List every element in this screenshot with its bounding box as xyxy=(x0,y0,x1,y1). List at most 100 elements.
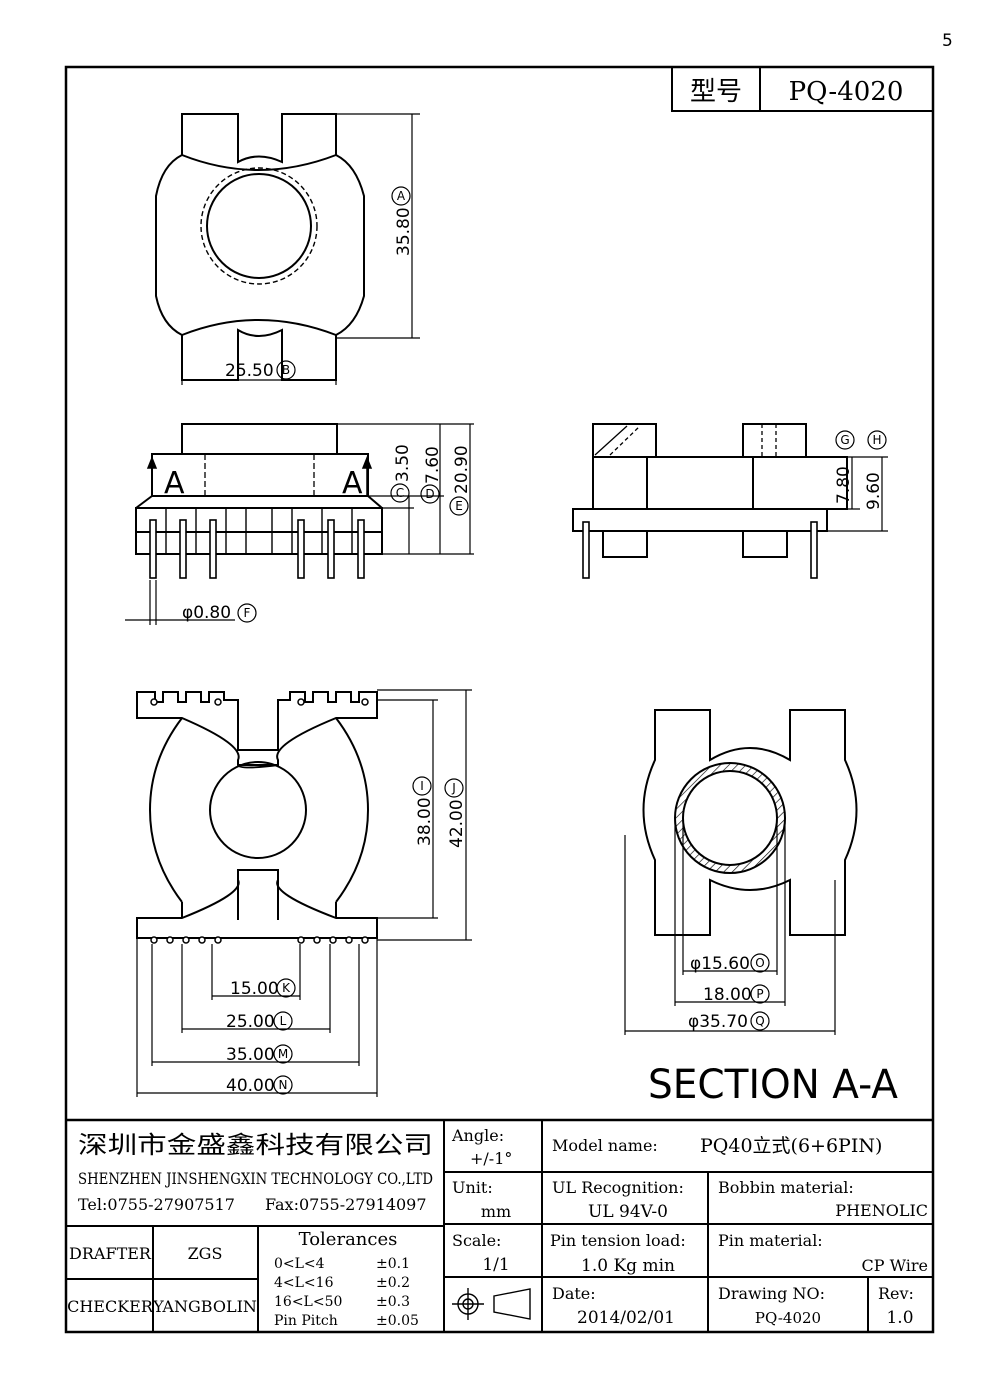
tag-g-circle xyxy=(835,430,855,450)
tag-i-circle xyxy=(412,776,432,796)
section-cut-marks xyxy=(146,455,373,496)
tag-c: C xyxy=(396,486,404,500)
dim-7-60: 7.60 xyxy=(423,446,443,484)
side-pins xyxy=(582,521,818,579)
unit-value: mm xyxy=(481,1202,511,1221)
drafter-value: ZGS xyxy=(188,1244,223,1263)
dim-sec-18-00: 18.00 xyxy=(703,985,752,1005)
corner-mark: 5 xyxy=(942,31,953,51)
tag-j: J xyxy=(451,781,456,795)
section-mark-right: A xyxy=(342,466,363,501)
tol-range-2: 4<L<16 xyxy=(274,1275,334,1291)
tag-j-circle xyxy=(444,778,464,798)
tag-p: P xyxy=(756,987,763,1001)
tag-o-circle xyxy=(750,953,770,973)
dim-sec-15-60: φ15.60 xyxy=(690,954,750,974)
model-name-value: PQ40立式(6+6PIN) xyxy=(700,1135,882,1157)
tag-h-circle xyxy=(867,430,887,450)
dim-35-00: 35.00 xyxy=(226,1045,275,1065)
pin-tension-label: Pin tension load: xyxy=(550,1231,686,1250)
dim-sec-35-70: φ35.70 xyxy=(688,1012,748,1032)
tag-m-circle xyxy=(273,1044,293,1064)
tol-value-1: ±0.1 xyxy=(376,1256,410,1272)
tag-l: L xyxy=(280,1014,287,1028)
scale-label: Scale: xyxy=(452,1231,501,1250)
tag-a: A xyxy=(397,189,406,203)
tag-p-circle xyxy=(750,984,770,1004)
bobbin-label: Bobbin material: xyxy=(718,1178,854,1197)
tag-f: F xyxy=(244,606,251,620)
front-pins xyxy=(149,519,365,579)
dim-25-50: 25.50 xyxy=(225,361,274,381)
drawing-no-label: Drawing NO: xyxy=(718,1284,825,1303)
dim-20-90: 20.90 xyxy=(452,445,472,494)
pin-tension-value: 1.0 Kg min xyxy=(581,1256,675,1276)
company-name-en: SHENZHEN JINSHENGXIN TECHNOLOGY CO.,LTD xyxy=(78,1169,433,1188)
tag-g: G xyxy=(840,433,849,447)
tag-b-circle xyxy=(276,360,296,380)
tag-n-circle xyxy=(273,1075,293,1095)
section-dimensions xyxy=(624,835,836,1035)
projection-symbol-icon xyxy=(452,1288,531,1320)
angle-value: +/-1° xyxy=(470,1149,512,1168)
date-label: Date: xyxy=(552,1284,596,1303)
drawing-no-value: PQ-4020 xyxy=(755,1309,821,1327)
tol-value-2: ±0.2 xyxy=(376,1275,410,1291)
angle-label: Angle: xyxy=(451,1126,504,1145)
tag-d: D xyxy=(425,487,434,501)
dim-pin-dia: φ0.80 xyxy=(182,603,231,623)
dim-7-80: 7.80 xyxy=(834,466,854,504)
tag-m: M xyxy=(278,1047,288,1061)
tag-f-circle xyxy=(237,603,257,623)
bottom-view xyxy=(136,691,378,939)
tag-e: E xyxy=(455,499,463,513)
scale-value: 1/1 xyxy=(482,1255,509,1275)
tag-n: N xyxy=(279,1078,288,1092)
pin-material-label: Pin material: xyxy=(718,1231,823,1250)
model-name-label: Model name: xyxy=(552,1136,658,1155)
rev-value: 1.0 xyxy=(886,1308,913,1328)
sheet-border xyxy=(64,65,935,1334)
rev-label: Rev: xyxy=(878,1284,914,1303)
tag-q-circle xyxy=(750,1011,770,1031)
checker-value: YANGBOLIN xyxy=(152,1297,257,1316)
pin-material-value: CP Wire xyxy=(862,1256,929,1275)
ul-value: UL 94V-0 xyxy=(588,1202,668,1222)
tol-range-3: 16<L<50 xyxy=(274,1294,342,1310)
front-view-details xyxy=(165,508,353,554)
tag-a-circle xyxy=(391,186,411,206)
model-title-box: 型号 PQ-4020 xyxy=(671,66,934,112)
tag-e-circle xyxy=(449,496,469,516)
tag-q: Q xyxy=(755,1014,764,1028)
date-value: 2014/02/01 xyxy=(577,1308,675,1328)
bottom-pin-holes xyxy=(150,698,369,944)
checker-label: CHECKER xyxy=(67,1297,154,1316)
dim-40-00: 40.00 xyxy=(226,1076,275,1096)
model-title-label: 型号 xyxy=(690,77,742,107)
ul-label: UL Recognition: xyxy=(552,1178,684,1197)
tag-l-circle xyxy=(273,1011,293,1031)
dim-3-50: 3.50 xyxy=(393,444,413,482)
tol-range-1: 0<L<4 xyxy=(274,1256,325,1272)
tol-range-4: Pin Pitch xyxy=(274,1313,338,1329)
tag-k-circle xyxy=(276,978,296,998)
title-block-lines xyxy=(66,1118,933,1332)
tol-value-4: ±0.05 xyxy=(376,1313,419,1329)
dim-15-00: 15.00 xyxy=(230,979,279,999)
top-view-dimensions xyxy=(181,113,420,385)
tag-o: O xyxy=(755,956,764,970)
tag-b: B xyxy=(282,363,290,377)
bobbin-value: PHENOLIC xyxy=(835,1201,928,1220)
bottom-view-dimensions xyxy=(136,689,472,1097)
tag-i: I xyxy=(420,779,424,793)
dim-35-80: 35.80 xyxy=(394,207,414,256)
model-title-value: PQ-4020 xyxy=(789,77,904,107)
tolerances-title: Tolerances xyxy=(299,1229,398,1250)
unit-label: Unit: xyxy=(452,1178,493,1197)
section-view xyxy=(642,709,858,1006)
tag-k: K xyxy=(282,981,291,995)
tag-h: H xyxy=(872,433,881,447)
dim-9-60: 9.60 xyxy=(864,472,884,510)
side-view xyxy=(572,423,848,558)
